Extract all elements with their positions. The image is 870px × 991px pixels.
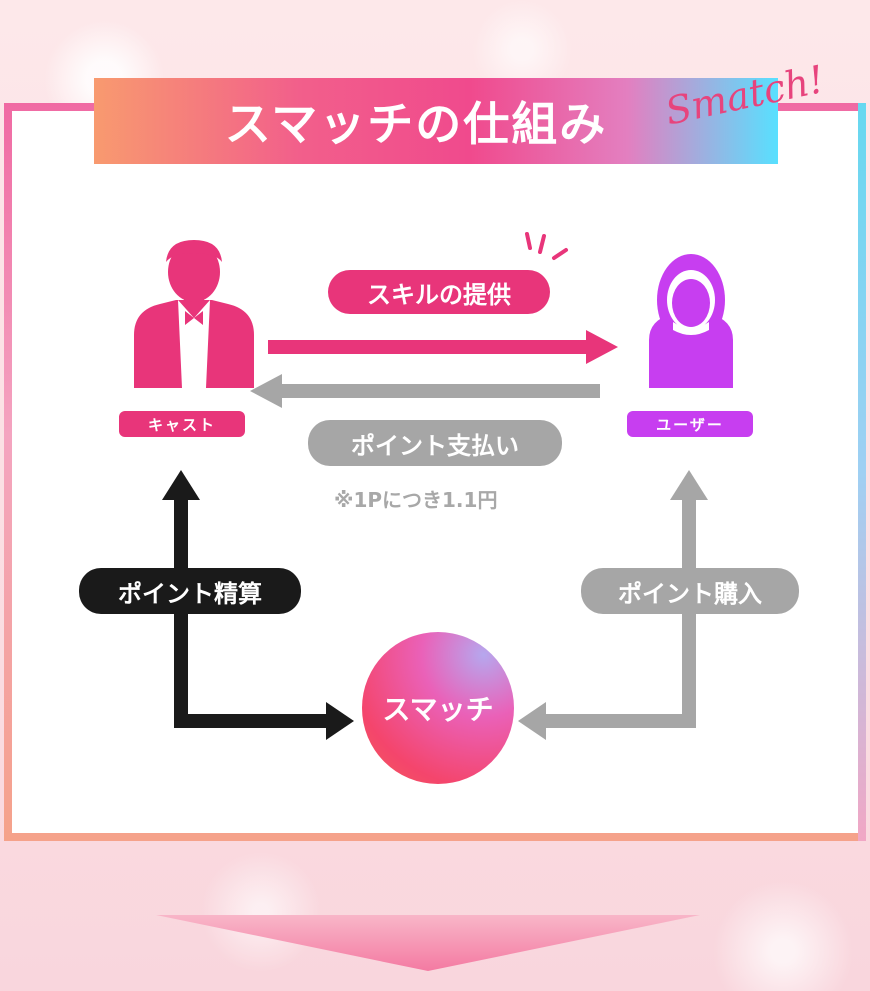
title-banner: スマッチの仕組み xyxy=(94,78,778,164)
frame-edge-right xyxy=(858,103,866,841)
point-settlement-label: ポイント精算 xyxy=(79,568,301,614)
point-purchase-label: ポイント購入 xyxy=(581,568,799,614)
user-person-icon xyxy=(649,254,733,388)
smatch-node: スマッチ xyxy=(362,632,514,784)
skill-provision-label: スキルの提供 xyxy=(328,270,550,314)
page-title: スマッチの仕組み xyxy=(224,97,608,151)
cast-person-icon xyxy=(134,240,254,388)
skill-provision-arrow xyxy=(268,330,618,364)
smatch-node-label: スマッチ xyxy=(382,693,494,726)
point-payment-label: ポイント支払い xyxy=(308,420,562,466)
user-label: ユーザー xyxy=(627,411,753,437)
diagram-frame xyxy=(4,103,866,841)
cast-label: キャスト xyxy=(119,411,245,437)
point-payment-arrow xyxy=(250,374,600,408)
rate-note: ※1Pにつき1.1円 xyxy=(334,488,498,512)
emphasis-marks-icon xyxy=(525,232,568,260)
